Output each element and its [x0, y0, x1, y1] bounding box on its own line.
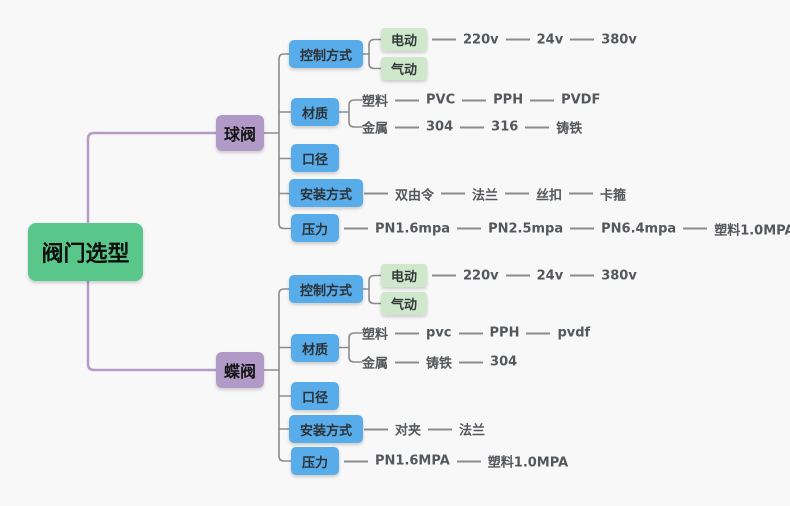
- leaf-topic[interactable]: 塑料1.0MPA: [714, 223, 790, 238]
- connector-line: [570, 38, 595, 41]
- connector-line: [505, 38, 530, 41]
- leaf-topic[interactable]: PN1.6mpa: [375, 221, 451, 236]
- leaf-topic[interactable]: 对夹: [395, 423, 422, 439]
- leaf-topic[interactable]: pvdf: [557, 325, 591, 341]
- connector-line: [505, 192, 530, 195]
- branch-ball-valve[interactable]: 球阀: [216, 115, 264, 151]
- leaf-topic[interactable]: PVDF: [561, 92, 601, 108]
- connector-line: [395, 99, 420, 101]
- ball-category-install[interactable]: 安装方式: [289, 179, 364, 207]
- leaf-topic[interactable]: 塑料: [362, 94, 389, 110]
- connector-line: [505, 274, 530, 277]
- leaf-topic[interactable]: 铸铁: [556, 121, 583, 137]
- connector-line: [460, 126, 485, 128]
- connector-line: [462, 99, 487, 101]
- leaf-topic[interactable]: 380v: [601, 32, 637, 47]
- leaf-topic[interactable]: 220v: [463, 268, 499, 283]
- connector-butterfly-material: [336, 332, 363, 363]
- ball-category-control[interactable]: 控制方式: [289, 40, 364, 68]
- butterfly-control-pneumatic[interactable]: 气动: [381, 292, 428, 315]
- ball-control-electric[interactable]: 电动: [381, 28, 428, 51]
- leaf-topic[interactable]: PN6.4mpa: [601, 221, 677, 236]
- leaf-topic[interactable]: 304: [426, 119, 454, 135]
- leaf-topic[interactable]: 铸铁: [426, 356, 453, 372]
- ball-electric-chain: 220v 24v 380v: [425, 32, 637, 47]
- leaf-topic[interactable]: 双由令: [395, 188, 435, 203]
- butterfly-pressure-chain: PN1.6MPA 塑料1.0MPA: [337, 452, 568, 471]
- leaf-topic[interactable]: PPH: [493, 92, 524, 108]
- ball-metal-chain: 金属 304 316 铸铁: [362, 118, 582, 137]
- leaf-topic[interactable]: 24v: [536, 268, 564, 283]
- ball-category-pressure[interactable]: 压力: [291, 214, 340, 242]
- connector-line: [428, 428, 453, 430]
- leaf-topic[interactable]: 304: [490, 354, 518, 370]
- butterfly-category-material[interactable]: 材质: [291, 334, 340, 362]
- connector-line: [432, 274, 456, 277]
- butterfly-electric-chain: 220v 24v 380v: [425, 268, 637, 283]
- butterfly-install-chain: 对夹 法兰: [357, 420, 485, 439]
- connector-line: [459, 361, 484, 363]
- ball-category-material[interactable]: 材质: [291, 98, 340, 126]
- butterfly-plastic-chain: 塑料 pvc PPH pvdf: [362, 324, 590, 343]
- connector-line: [525, 126, 550, 128]
- ball-category-diameter[interactable]: 口径: [291, 144, 340, 172]
- butterfly-category-diameter[interactable]: 口径: [291, 382, 340, 410]
- connector-line: [364, 192, 388, 195]
- connector-line: [569, 192, 594, 195]
- connector-line: [456, 460, 481, 462]
- connector-line: [457, 227, 482, 230]
- ball-control-pneumatic[interactable]: 气动: [381, 57, 428, 80]
- connector-line: [395, 332, 420, 334]
- leaf-topic[interactable]: 316: [491, 119, 519, 135]
- ball-install-chain: 双由令 法兰 丝扣 卡箍: [357, 184, 626, 203]
- leaf-topic[interactable]: 法兰: [459, 423, 486, 439]
- leaf-topic[interactable]: 380v: [601, 268, 637, 283]
- leaf-topic[interactable]: 220v: [463, 32, 499, 47]
- connector-line: [364, 428, 388, 430]
- leaf-topic[interactable]: 丝扣: [536, 188, 563, 203]
- connector-line: [530, 99, 555, 101]
- butterfly-metal-chain: 金属 铸铁 304: [362, 353, 517, 372]
- connector-line: [526, 332, 551, 334]
- connector-line: [458, 332, 483, 334]
- leaf-topic[interactable]: 金属: [362, 121, 389, 137]
- connector-line: [570, 227, 595, 230]
- leaf-topic[interactable]: PN2.5mpa: [488, 221, 564, 236]
- connector-line: [441, 192, 466, 195]
- connector-line: [344, 227, 368, 230]
- connector-line: [395, 361, 420, 363]
- root-topic[interactable]: 阀门选型: [28, 223, 143, 281]
- butterfly-control-electric[interactable]: 电动: [381, 264, 428, 287]
- butterfly-category-install[interactable]: 安装方式: [289, 415, 364, 443]
- connector-line: [344, 460, 368, 462]
- leaf-topic[interactable]: 塑料: [362, 327, 389, 343]
- connector-line: [432, 38, 456, 41]
- branch-butterfly-valve[interactable]: 蝶阀: [216, 352, 264, 388]
- leaf-topic[interactable]: pvc: [426, 325, 452, 341]
- ball-plastic-chain: 塑料 PVC PPH PVDF: [362, 91, 600, 110]
- leaf-topic[interactable]: 金属: [362, 356, 389, 372]
- connector-ball-material: [336, 99, 363, 128]
- leaf-topic[interactable]: 24v: [536, 32, 564, 47]
- connector-butterfly-spine: [262, 288, 292, 462]
- leaf-topic[interactable]: 法兰: [472, 188, 499, 203]
- connector-line: [683, 227, 708, 230]
- connector-ball-spine: [262, 53, 292, 230]
- butterfly-category-control[interactable]: 控制方式: [289, 275, 364, 303]
- ball-pressure-chain: PN1.6mpa PN2.5mpa PN6.4mpa 塑料1.0MPA: [337, 219, 790, 238]
- leaf-topic[interactable]: PVC: [426, 92, 456, 108]
- butterfly-category-pressure[interactable]: 压力: [291, 447, 340, 475]
- leaf-topic[interactable]: 卡箍: [600, 188, 627, 203]
- connector-line: [570, 274, 595, 277]
- leaf-topic[interactable]: 塑料1.0MPA: [487, 455, 569, 471]
- leaf-topic[interactable]: PPH: [489, 325, 520, 341]
- connector-line: [395, 126, 420, 128]
- leaf-topic[interactable]: PN1.6MPA: [375, 453, 450, 469]
